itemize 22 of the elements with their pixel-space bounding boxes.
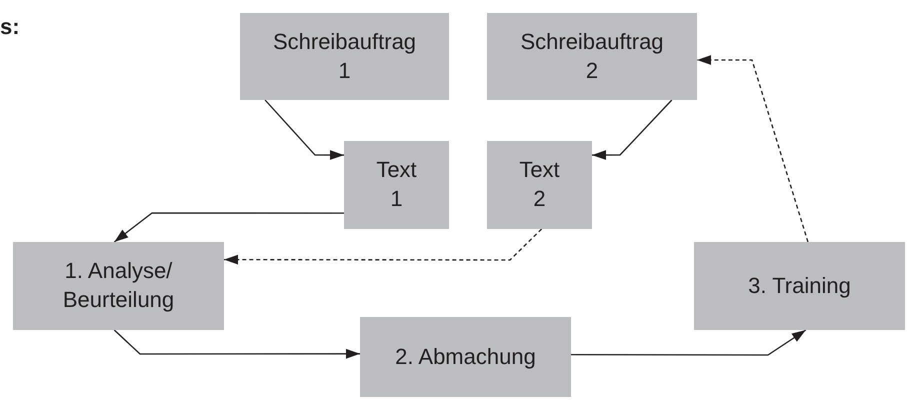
box-label: Schreibauftrag 2 bbox=[519, 28, 665, 84]
heading-fragment: s: bbox=[0, 14, 20, 40]
process-box bbox=[240, 13, 449, 100]
box-label: Text 1 bbox=[375, 156, 418, 213]
process-box bbox=[694, 242, 905, 330]
arrow bbox=[264, 100, 344, 160]
arrow bbox=[224, 228, 542, 265]
arrow bbox=[592, 100, 672, 160]
process-box bbox=[344, 141, 449, 229]
box-label: 1. Analyse/ Beurteilung bbox=[62, 257, 176, 314]
arrow bbox=[114, 330, 360, 359]
process-box bbox=[487, 141, 592, 229]
process-box bbox=[487, 13, 697, 100]
box-label: Schreibauftrag 1 bbox=[272, 28, 418, 84]
box-label: 3. Training bbox=[748, 272, 851, 300]
box-label: Text 2 bbox=[518, 156, 561, 213]
process-box bbox=[360, 317, 571, 397]
process-box bbox=[13, 242, 224, 330]
box-label: 2. Abmachung bbox=[395, 342, 536, 371]
arrow bbox=[114, 212, 344, 243]
arrow bbox=[697, 55, 809, 242]
arrow bbox=[571, 329, 806, 356]
